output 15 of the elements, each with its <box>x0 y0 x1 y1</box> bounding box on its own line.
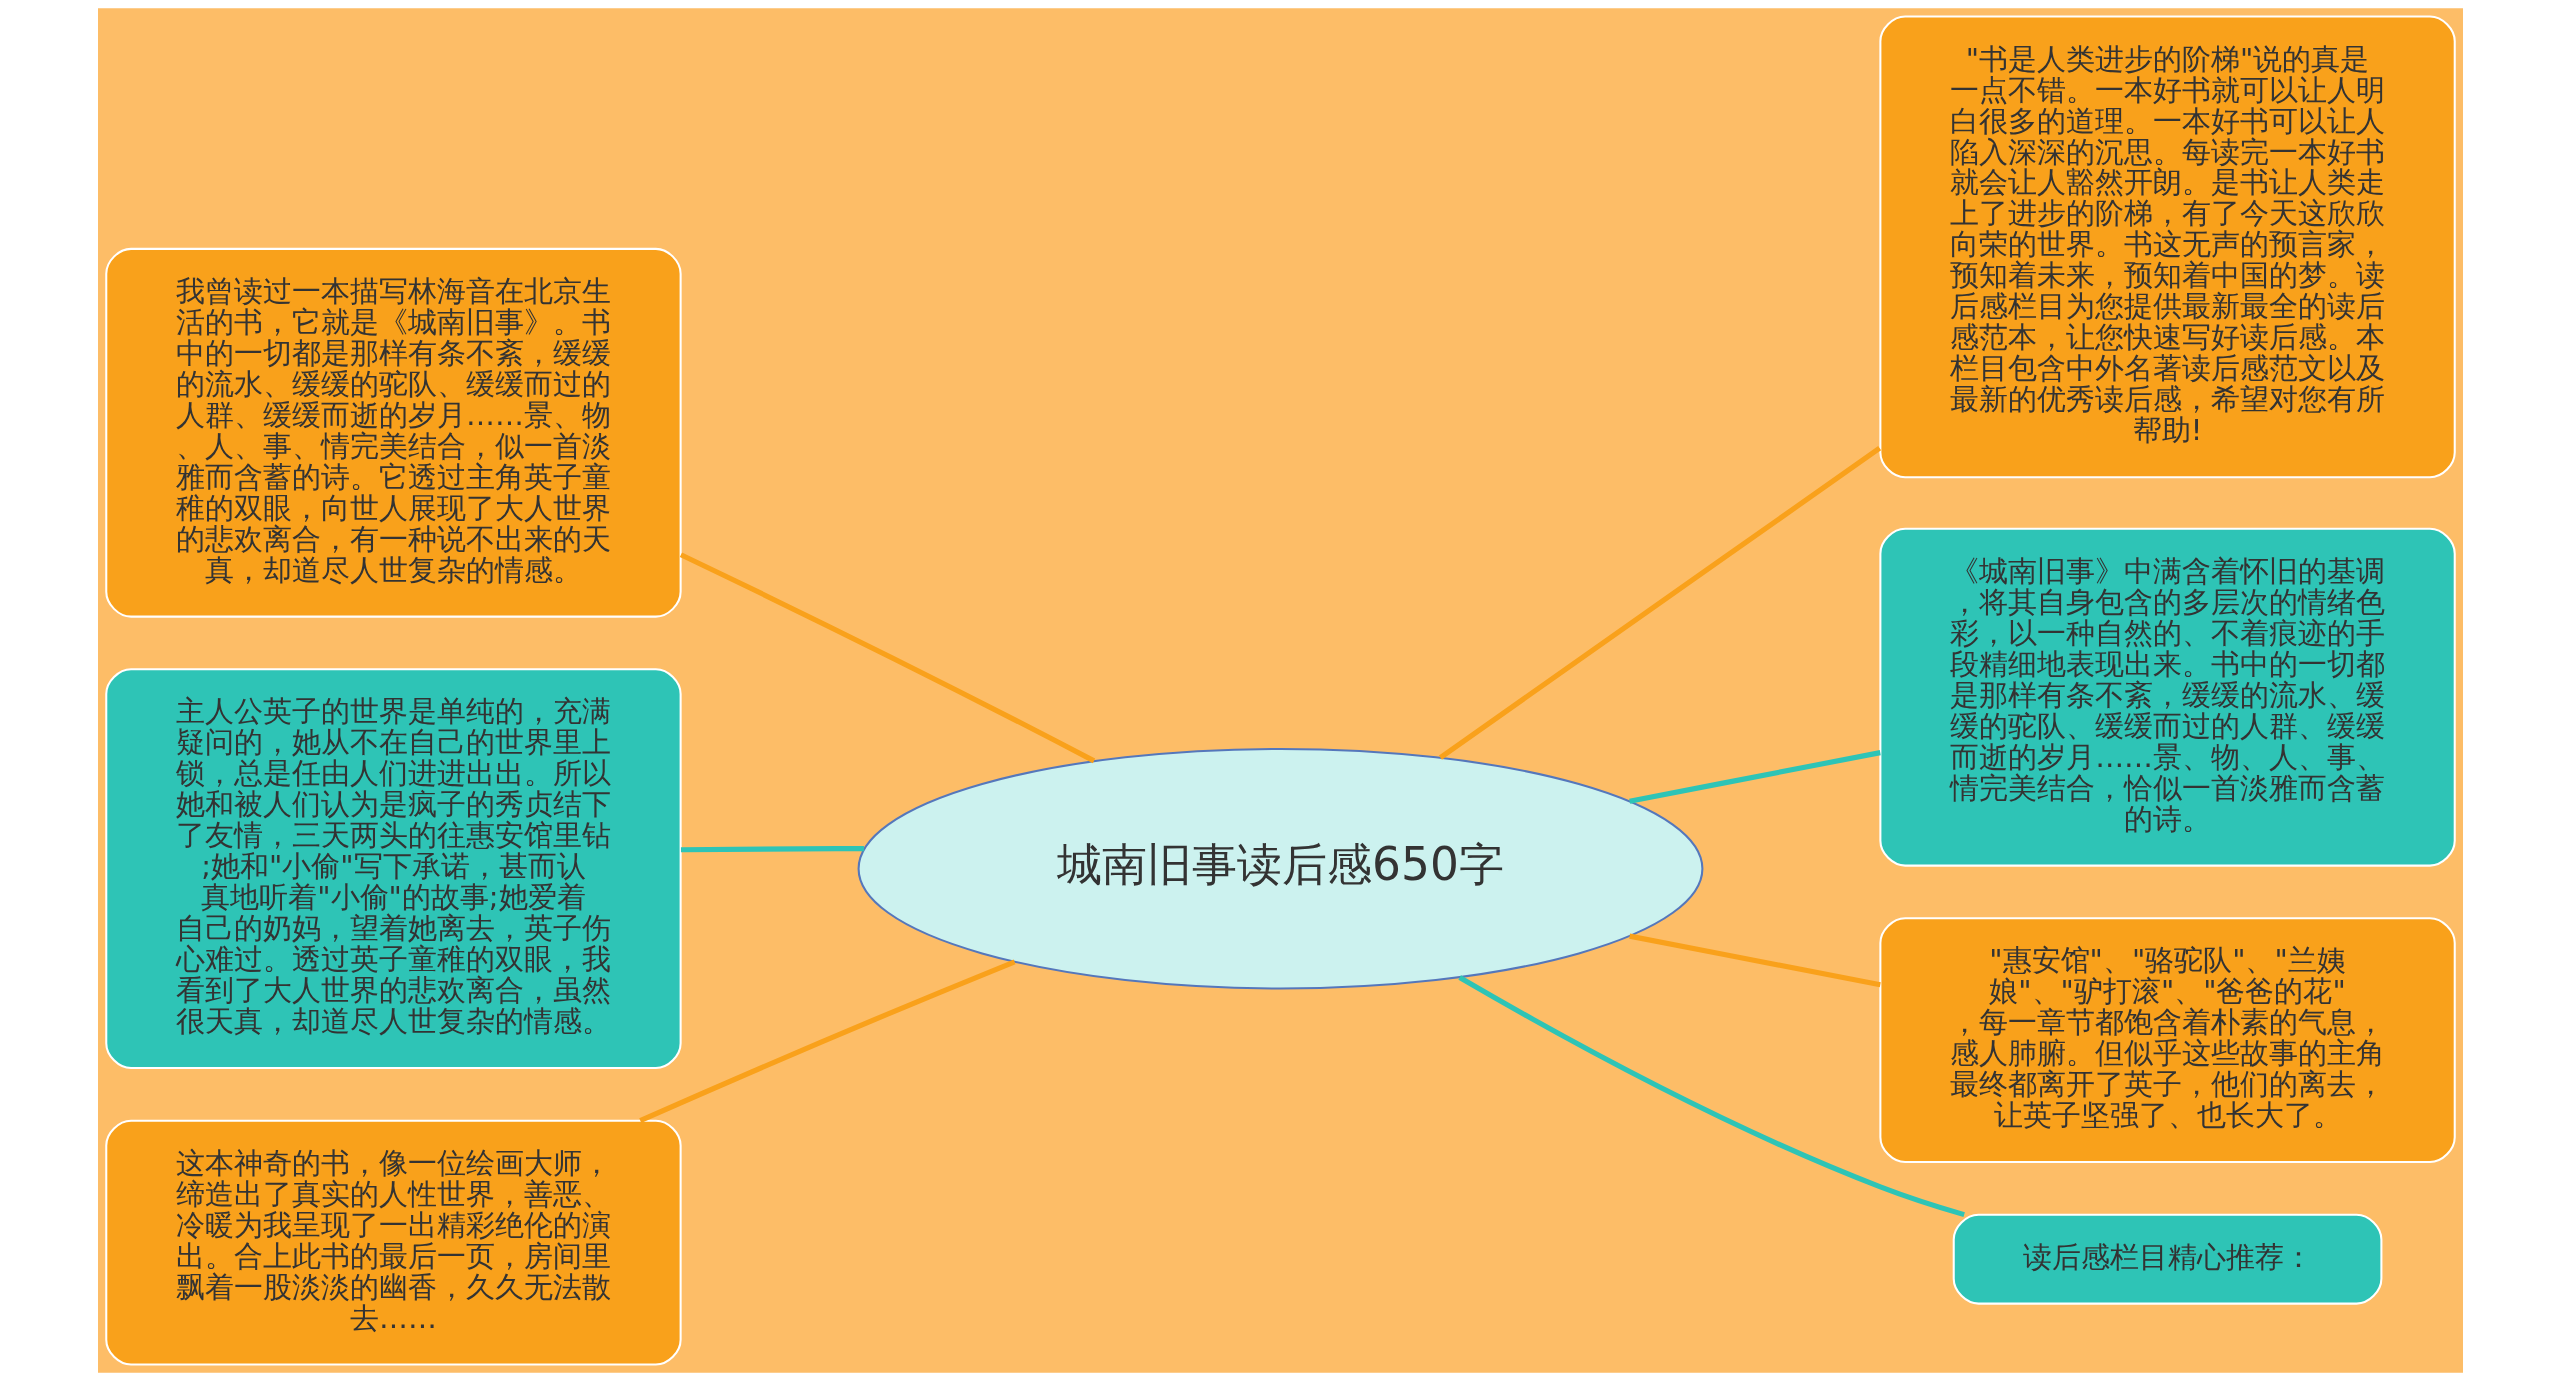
node-box: 我曾读过一本描写林海音在北京生活的书，它就是《城南旧事》。书中的一切都是那样有条不紊，缓缓的流水、缓缓的驼队、缓缓而过的人群、缓缓而逝的岁月……景、物、人、事、情完美结合，似一首淡雅而含蓄的诗。它透过主角英子童稚的双眼，向世人展现了大人世界的悲欢离合，有一种说不出来的天真，却道尽人世复杂的情感。 <box>104 247 682 618</box>
connector <box>1628 933 1881 988</box>
connector <box>1438 446 1881 760</box>
connector <box>680 845 864 853</box>
connector <box>638 959 1016 1124</box>
node-box: 主人公英子的世界是单纯的，充满疑问的，她从不在自己的世界里上锁，总是任由人们进进出出。所以她和被人们认为是疯子的秀贞结下了友情，三天两头的往惠安馆里钻;她和"小偷"写下承诺，甚而认真地听着"小偷"的故事;她爱着自己的奶妈，望着她离去，英子伤心难过。透过英子童稚的双眼，我看到了大人世界的悲欢离合，虽然很天真，却道尽人世复杂的情感。 <box>104 668 682 1070</box>
node-box: 读后感栏目精心推荐： <box>1952 1213 2382 1305</box>
node-box: 《城南旧事》中满含着怀旧的基调，将其自身包含的多层次的情绪色彩，以一种自然的、不着痕迹的手段精细地表现出来。书中的一切都是那样有条不紊，缓缓的流水、缓缓的驼队、缓缓而过的人群、缓缓而逝的岁月……景、物、人、事、情完美结合，恰似一首淡雅而含蓄的诗。 <box>1878 527 2456 867</box>
connector <box>1628 750 1881 804</box>
node-box: "惠安馆"、"骆驼队"、"兰姨娘"、"驴打滚"、"爸爸的花"，每一章节都饱含着朴素的气息，感人肺腑。但似乎这些故事的主角最终都离开了英子，他们的离去，让英子坚强了、也长大了。 <box>1878 917 2456 1164</box>
connector <box>1457 975 1965 1218</box>
node-box: "书是人类进步的阶梯"说的真是一点不错。一本好书就可以让人明白很多的道理。一本好书可以让人陷入深深的沉思。每读完一本好书就会让人豁然开朗。是书让人类走上了进步的阶梯，有了今天这欣欣向荣的世界。书这无声的预言家，预知着未来，预知着中国的梦。读后感栏目为您提供最新最全的读后感范本，让您快速写好读后感。本栏目包含中外名著读后感范文以及最新的优秀读后感，希望对您有所帮助! <box>1878 15 2456 479</box>
node-ellipse: 城南旧事读后感650字 <box>857 747 1703 990</box>
connector <box>679 552 1095 764</box>
node-box: 这本神奇的书，像一位绘画大师，缔造出了真实的人性世界，善恶、冷暖为我呈现了一出精彩绝伦的演出。合上此书的最后一页，房间里飘着一股淡淡的幽香，久久无法散去…… <box>104 1119 682 1366</box>
